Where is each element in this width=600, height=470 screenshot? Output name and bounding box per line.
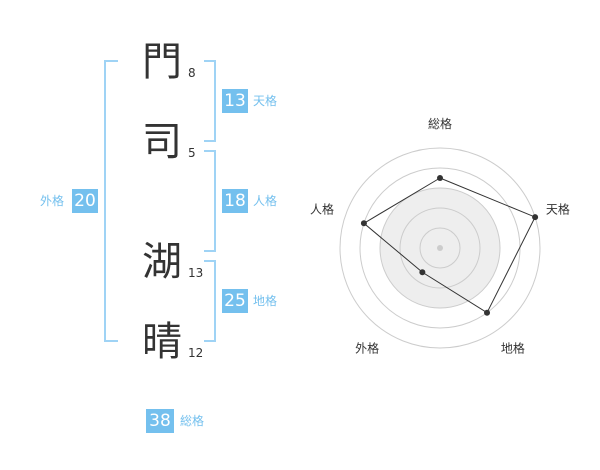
radar-center-dot xyxy=(437,245,443,251)
jinkaku-bracket xyxy=(204,150,216,252)
chikaku-value-badge: 25 xyxy=(222,289,248,313)
radar-grid-ring-2 xyxy=(399,207,481,289)
gaikaku-bracket xyxy=(104,60,118,342)
stroke-count-4: 12 xyxy=(188,346,204,360)
tenkaku-bracket xyxy=(204,60,216,142)
name-char-2: 司 xyxy=(142,119,182,165)
stroke-count-3: 13 xyxy=(188,266,204,280)
jinkaku-value-badge: 18 xyxy=(222,189,248,213)
radar-point-5 xyxy=(360,220,367,227)
radar-point-1 xyxy=(437,175,443,181)
gaikaku-label: 外格 xyxy=(40,194,65,208)
radar-axis-label-5: 人格 xyxy=(310,202,334,217)
name-char-4: 晴 xyxy=(142,319,182,365)
radar-point-3 xyxy=(484,309,491,316)
tenkaku-label: 天格 xyxy=(253,94,278,108)
stroke-count-2: 5 xyxy=(188,146,196,160)
radar-axis-label-1: 総格 xyxy=(428,116,452,131)
soukaku-value-badge: 38 xyxy=(146,409,174,433)
radar-data-polygon xyxy=(363,177,536,314)
gaikaku-value-badge: 20 xyxy=(72,189,98,213)
radar-axis-label-4: 外格 xyxy=(355,340,379,355)
soukaku-label: 総格 xyxy=(180,414,205,428)
radar-point-4 xyxy=(419,269,426,276)
radar-grid-ring-1 xyxy=(419,227,461,269)
stroke-count-1: 8 xyxy=(188,66,196,80)
radar-axis-label-2: 天格 xyxy=(546,202,570,217)
tenkaku-value-badge: 13 xyxy=(222,89,248,113)
radar-axis-label-3: 地格 xyxy=(501,340,525,355)
jinkaku-label: 人格 xyxy=(253,194,278,208)
radar-grid-ring-5 xyxy=(339,147,541,349)
radar-point-2 xyxy=(532,214,539,221)
name-char-1: 門 xyxy=(142,39,182,85)
chikaku-bracket xyxy=(204,260,216,342)
chikaku-label: 地格 xyxy=(253,294,278,308)
name-char-3: 湖 xyxy=(142,239,182,285)
radar-grid-ring-3 xyxy=(379,187,501,309)
